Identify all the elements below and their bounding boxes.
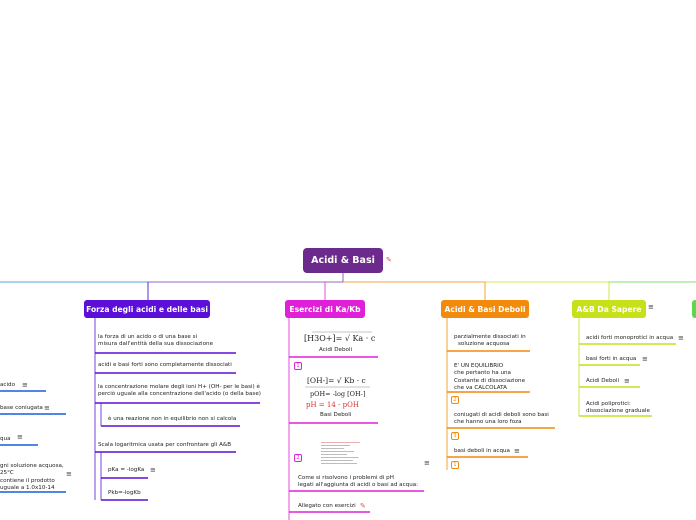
sapere-item-2[interactable]: basi forti in acqua	[586, 356, 637, 362]
deboli-item-3[interactable]: coniugati di acidi deboli sono basi che …	[454, 412, 549, 427]
sapere-item-1[interactable]: acidi forti monoprotici in acqua	[586, 335, 674, 341]
forza-item-1[interactable]: la forza di un acido o di una base si mi…	[98, 334, 213, 349]
forza-item-1-line-2: misura dall'entità della sua dissociazio…	[98, 341, 214, 348]
note-icon[interactable]: ≡	[648, 303, 654, 311]
branch-sapere-label: A&B Da Sapere	[576, 304, 642, 314]
sapere-item-3[interactable]: Acidi Deboli	[586, 378, 620, 384]
branch-deboli[interactable]: Acidi & Basi Deboli	[441, 300, 529, 318]
esercizi-come[interactable]: Come si risolvono i problemi di pH legat…	[298, 475, 418, 490]
note-icon[interactable]: ≡	[150, 466, 156, 474]
left-item-3[interactable]: qua	[0, 436, 11, 442]
deboli-item-2-line-1: E' UN EQUILIBRIO	[454, 363, 504, 369]
branch-sapere[interactable]: A&B Da Sapere	[572, 300, 646, 318]
deboli-item-3-line-2: che hanno una loro foza	[454, 419, 522, 426]
note-icon[interactable]: ≡	[44, 404, 50, 412]
note-icon[interactable]: ≡	[17, 433, 23, 441]
connector-left	[0, 281, 149, 300]
esercizi-badge-2[interactable]: 2	[294, 454, 302, 462]
sapere-item-4-line-1: Acidi poliprotici:	[586, 401, 631, 407]
sapere-item-4-line-2: dissociazione graduale	[586, 408, 650, 415]
forza-item-3-line-1: la concentrazione molare degli ioni H+ (…	[98, 384, 260, 390]
esercizi-come-line-1: Come si risolvono i problemi di pH	[298, 475, 394, 481]
deboli-item-1-line-2: soluzione acquosa	[458, 341, 510, 348]
basi-deboli-caption: Basi Deboli	[320, 412, 352, 418]
deboli-item-2[interactable]: E' UN EQUILIBRIO che pertanto ha una Cos…	[454, 363, 525, 393]
forza-item-3-child[interactable]: è una reazione non in equilibrio non si …	[108, 416, 237, 422]
attachment-icon[interactable]: ✎	[386, 256, 392, 264]
branch-right-partial[interactable]	[692, 300, 696, 318]
deboli-item-2-line-3: Costante di dissociazione	[454, 377, 526, 384]
formula-acidi: [H3O+]= √ Ka · c	[304, 334, 376, 343]
deboli-item-4[interactable]: basi deboli in acqua	[454, 448, 510, 454]
forza-item-2[interactable]: acidi e basi forti sono completamente di…	[98, 362, 232, 368]
sapere-item-4[interactable]: Acidi poliprotici: dissociazione gradual…	[586, 401, 650, 416]
branch-forza-label: Forza degli acidi e delle basi	[86, 304, 208, 314]
left-item-4-line-1: gni soluzione acquosa,	[0, 463, 64, 469]
left-item-1[interactable]: acido	[0, 382, 16, 388]
forza-item-3-line-2: perciò uguale alla concentrazione dell'a…	[98, 391, 261, 398]
note-icon[interactable]: ≡	[678, 334, 684, 342]
note-icon[interactable]: ≡	[66, 470, 72, 478]
formula-basi: [OH-]= √ Kb · c	[307, 376, 366, 385]
deboli-badge-2[interactable]: 2	[451, 396, 459, 404]
esercizi-allegato[interactable]: Allegato con esercizi	[298, 503, 356, 509]
note-icon[interactable]: ≡	[514, 447, 520, 455]
branch-deboli-label: Acidi & Basi Deboli	[444, 304, 526, 314]
deboli-badge-3[interactable]: 3	[451, 432, 459, 440]
note-icon[interactable]: ≡	[22, 381, 28, 389]
note-icon[interactable]: ≡	[642, 355, 648, 363]
formula-poh: pOH= -log [OH-]	[310, 390, 366, 398]
note-icon[interactable]: ≡	[424, 459, 430, 467]
forza-item-1-line-1: la forza di un acido o di una base si	[98, 334, 198, 340]
root-label: Acidi & Basi	[311, 255, 375, 266]
forza-pkb[interactable]: Pkb=-logKb	[108, 490, 141, 496]
left-item-4-line-4: uguale a 1.0x10-14	[0, 485, 55, 492]
connector-root-left	[148, 273, 344, 283]
embedded-document-thumbnail[interactable]: ━━━━━━━━━━━━━━━━━━━━━━━━━━━ ━━━━━━━━━━━━…	[321, 441, 360, 465]
left-item-4-line-2: 25°C	[0, 470, 14, 477]
forza-pka[interactable]: pKa = -logKa	[108, 467, 145, 473]
esercizi-come-line-2: legati all'aggiunta di acidi o basi ad a…	[298, 482, 419, 489]
deboli-item-3-line-1: coniugati di acidi deboli sono basi	[454, 412, 549, 418]
left-item-2[interactable]: base coniugata	[0, 405, 43, 411]
forza-item-4[interactable]: Scala logaritmica usata per confrontare …	[98, 442, 232, 448]
left-item-4-line-3: contiene il prodotto	[0, 477, 55, 484]
formula-ph: pH = 14 - pOH	[306, 401, 359, 409]
attachment-icon[interactable]: ✎	[360, 502, 366, 510]
esercizi-badge-1[interactable]: 1	[294, 362, 302, 370]
deboli-item-2-line-2: che pertanto ha una	[454, 370, 511, 377]
deboli-item-2-line-4: che va CALCOLATA	[454, 385, 507, 392]
connector-deboli	[343, 281, 486, 300]
deboli-item-1-line-1: parzialmente dissociati in	[454, 334, 526, 340]
acidi-deboli-caption: Acidi Deboli	[319, 347, 353, 353]
deboli-item-1[interactable]: parzialmente dissociati in soluzione acq…	[454, 334, 526, 349]
branch-esercizi-label: Esercizi di Ka/Kb	[289, 304, 361, 314]
note-icon[interactable]: ≡	[624, 377, 630, 385]
branch-esercizi[interactable]: Esercizi di Ka/Kb	[285, 300, 365, 318]
deboli-badge-1[interactable]: 1	[451, 461, 459, 469]
connector-sapere	[485, 281, 610, 300]
forza-item-3[interactable]: la concentrazione molare degli ioni H+ (…	[98, 384, 261, 399]
branch-forza[interactable]: Forza degli acidi e delle basi	[84, 300, 210, 318]
root-node[interactable]: Acidi & Basi	[303, 248, 383, 273]
left-item-4[interactable]: gni soluzione acquosa, 25°C contiene il …	[0, 463, 64, 493]
